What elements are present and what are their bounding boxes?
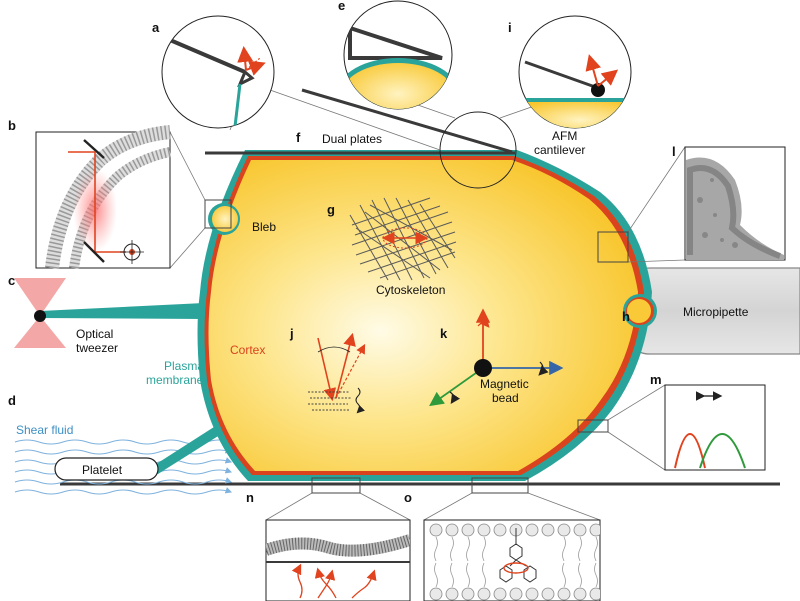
inset-b [35, 125, 232, 269]
panel-letter-m: m [650, 372, 662, 387]
label-shear-fluid: Shear fluid [16, 423, 73, 437]
panel-letter-e: e [338, 0, 345, 13]
panel-letter-j: j [289, 326, 294, 341]
label-magnetic-line1: Magnetic [480, 377, 529, 391]
label-plasma-line1: Plasma [164, 359, 204, 373]
panel-letter-l: l [672, 144, 676, 159]
label-magnetic-line2: bead [492, 391, 519, 405]
magnetic-bead-group [429, 308, 564, 407]
label-plasma-line2: membrane [146, 373, 204, 387]
panel-letter-i: i [508, 20, 512, 35]
panel-letter-h: h [622, 309, 630, 324]
panel-letter-b: b [8, 118, 16, 133]
platelet [54, 457, 159, 481]
label-micropipette: Micropipette [683, 305, 749, 319]
bleb [208, 203, 240, 235]
magnetic-bead [474, 359, 492, 377]
label-dual-plates: Dual plates [322, 132, 382, 146]
label-optical-line1: Optical [76, 327, 113, 341]
platelet-tether [150, 418, 234, 474]
aspiration-bulge [623, 294, 657, 328]
inset-n [265, 477, 411, 601]
cytoskeleton-forces [381, 227, 429, 249]
afm-cantilever-bar [301, 88, 513, 154]
label-cortex: Cortex [230, 343, 265, 357]
panel-letter-a: a [152, 20, 160, 35]
probe-j [308, 332, 366, 414]
optical-tether [40, 303, 204, 319]
panel-letter-d: d [8, 393, 16, 408]
panel-letter-o: o [404, 490, 412, 505]
label-optical-line2: tweezer [76, 341, 118, 355]
panel-letter-n: n [246, 490, 254, 505]
inset-m [577, 384, 766, 471]
inset-i [518, 15, 632, 129]
label-platelet: Platelet [82, 463, 123, 477]
cytoplasm [208, 160, 638, 471]
inset-l [597, 146, 786, 263]
panel-letter-f: f [296, 130, 301, 145]
inset-a [161, 15, 275, 129]
optical-tweezer [14, 278, 66, 348]
panel-letter-k: k [440, 326, 448, 341]
panel-letter-g: g [327, 202, 335, 217]
inset-e [343, 0, 453, 110]
cytoskeleton-mesh [349, 197, 457, 281]
label-afm-line1: AFM [552, 129, 577, 143]
label-cytoskeleton: Cytoskeleton [376, 283, 445, 297]
label-bleb: Bleb [252, 220, 276, 234]
inset-o [423, 477, 601, 601]
panel-letter-c: c [8, 273, 15, 288]
label-afm-line2: cantilever [534, 143, 585, 157]
